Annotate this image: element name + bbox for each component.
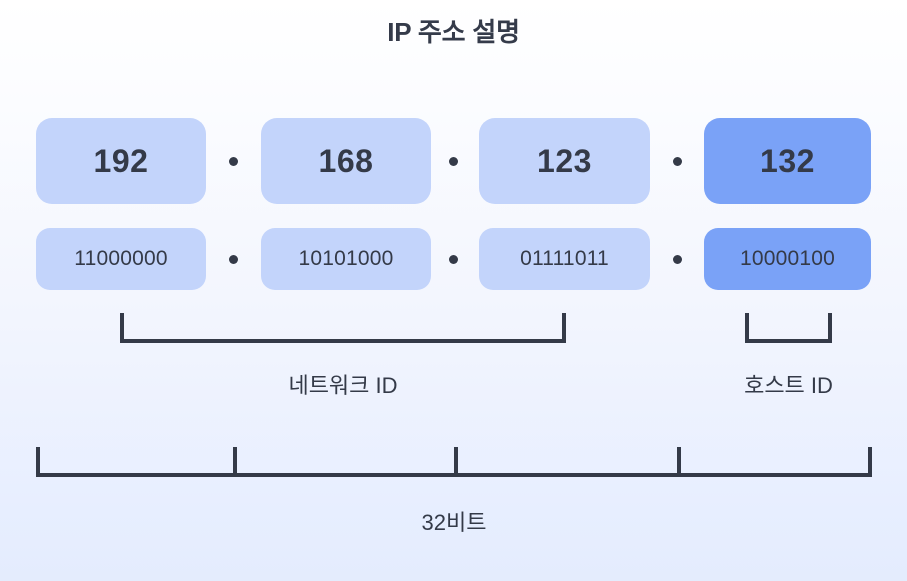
dot-separator-decimal-1 [229, 157, 238, 166]
octet-binary-3: 01111011 [479, 228, 650, 290]
page-title: IP 주소 설명 [387, 17, 520, 47]
network-id-bracket [120, 313, 566, 343]
bit-tick-1 [233, 447, 237, 475]
octet-decimal-3: 123 [479, 118, 650, 204]
dot-separator-binary-3 [673, 255, 682, 264]
total-bits-label: 32비트 [421, 510, 487, 535]
octet-binary-4: 10000100 [704, 228, 871, 290]
network-id-label: 네트워크 ID [288, 373, 398, 398]
dot-separator-binary-2 [449, 255, 458, 264]
octet-binary-1: 11000000 [36, 228, 206, 290]
octet-decimal-4: 132 [704, 118, 871, 204]
octet-decimal-1: 192 [36, 118, 206, 204]
host-id-bracket [745, 313, 832, 343]
dot-separator-decimal-3 [673, 157, 682, 166]
dot-separator-decimal-2 [449, 157, 458, 166]
octet-decimal-2: 168 [261, 118, 431, 204]
host-id-label: 호스트 ID [744, 373, 833, 398]
dot-separator-binary-1 [229, 255, 238, 264]
total-bits-bracket [36, 447, 872, 477]
octet-binary-2: 10101000 [261, 228, 431, 290]
bit-tick-2 [454, 447, 458, 475]
bit-tick-3 [677, 447, 681, 475]
